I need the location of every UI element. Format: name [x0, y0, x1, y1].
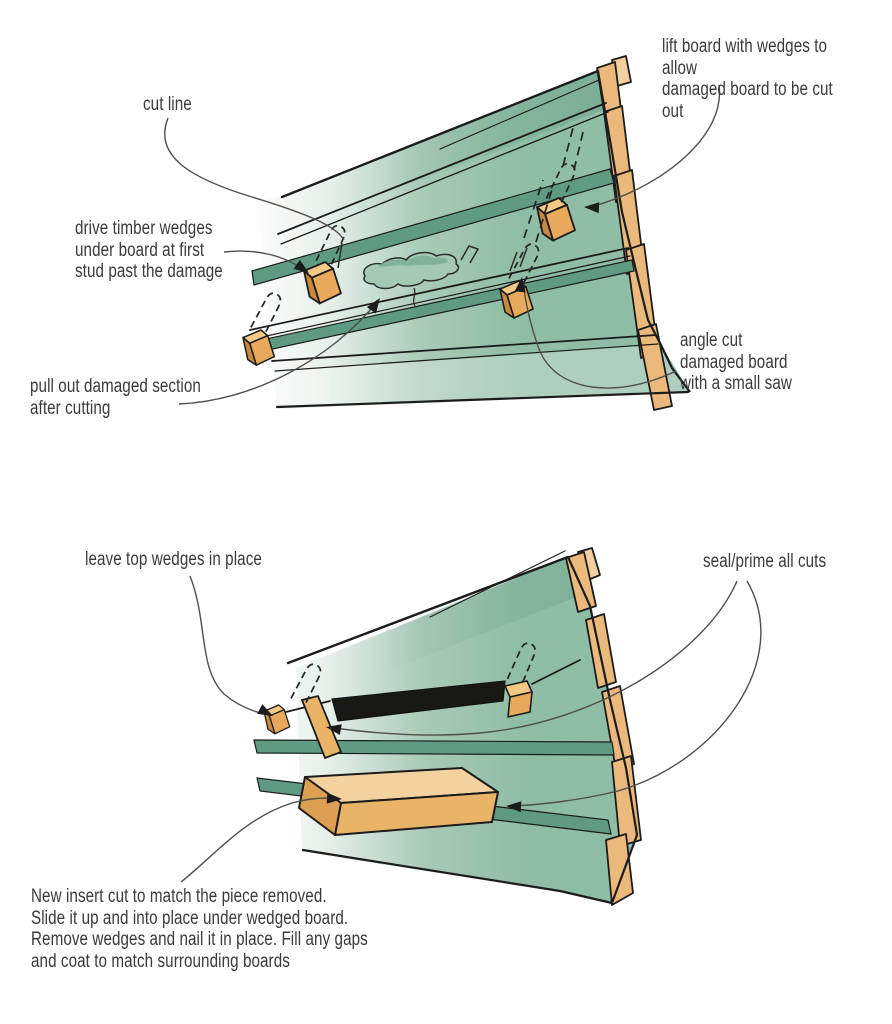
leader-seal-prime-left-cut: [333, 580, 738, 736]
new-insert-board: [298, 767, 499, 836]
board-shadow-strip: [251, 168, 615, 286]
illustration-step2: [180, 547, 762, 906]
illustration-step1: [164, 55, 721, 411]
wedge-drive-dashes: [523, 127, 584, 243]
board-shadow-strip: [253, 739, 615, 756]
label-seal-prime: seal/prime all cuts: [703, 551, 827, 572]
label-new-insert: New insert cut to match the piece remove…: [31, 886, 368, 972]
label-lift-board: lift board with wedges to allow damaged …: [662, 36, 833, 122]
leader-lines-step1: [164, 84, 721, 405]
leader-cut-line: [164, 117, 345, 241]
leader-seal-prime-right-cut: [511, 580, 762, 807]
leader-angle-cut: [522, 280, 677, 389]
flat-wedge: [504, 680, 533, 718]
removed-section-gap: [331, 680, 506, 722]
cut-line-marks: [337, 242, 528, 272]
leader-leave-wedges: [189, 575, 265, 715]
label-cut-line: cut line: [143, 94, 192, 115]
label-angle-cut: angle cut damaged board with a small saw: [680, 330, 792, 394]
leader-new-insert: [180, 797, 329, 883]
leader-pull-out: [178, 301, 378, 405]
label-leave-wedges: leave top wedges in place: [85, 549, 262, 570]
label-drive-wedges: drive timber wedges under board at first…: [75, 218, 223, 282]
damage-patch: [363, 251, 460, 307]
label-pull-out: pull out damaged section after cutting: [30, 376, 201, 419]
leader-lines-step2: [180, 575, 762, 883]
angled-cut-end: [300, 694, 343, 760]
leader-lift-board: [593, 84, 721, 207]
